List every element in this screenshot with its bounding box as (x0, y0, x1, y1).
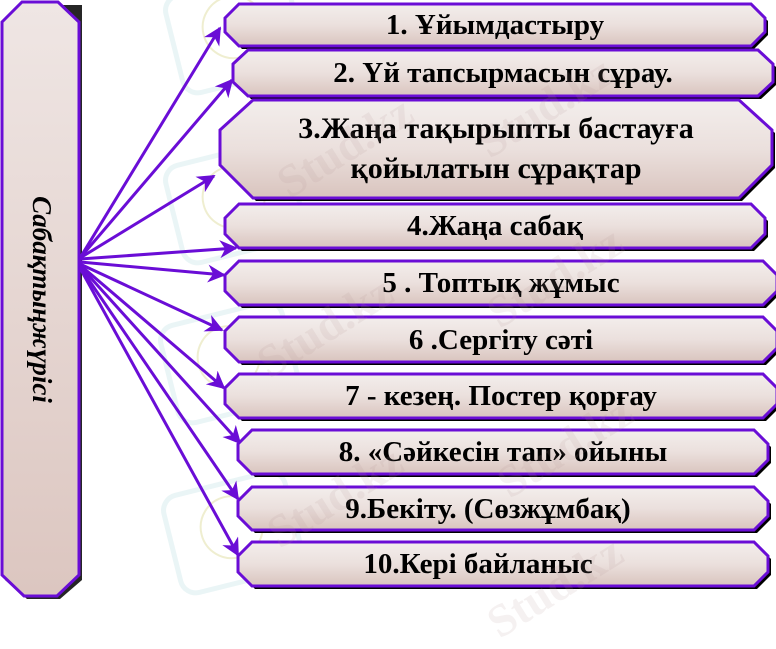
step-label-6: 6 .Сергіту сәті (408, 323, 594, 356)
step-label-7: 7 - кезең. Постер қорғау (345, 380, 657, 412)
step-box-1 (223, 2, 768, 49)
step-box-10 (236, 540, 771, 589)
step-label-4: 4.Жаңа сабақ (406, 210, 584, 242)
step-box-8 (236, 428, 771, 477)
step-label-3: 3.Жаңа тақырыпты бастауға қойылатын сұра… (298, 112, 694, 185)
step-box-4 (223, 202, 768, 251)
step-box-9 (236, 485, 771, 533)
step-label-8: 8. «Сәйкесін тап» ойыны (338, 436, 668, 468)
root-label-container: Сабақтыңжүрісі (2, 2, 80, 596)
step-label-10: 10.Кері байланыс (363, 548, 593, 580)
step-box-3 (218, 98, 775, 201)
flow-diagram (0, 0, 776, 599)
root-label: Сабақтыңжүрісі (26, 195, 57, 403)
root-box (0, 0, 82, 599)
step-box-2 (231, 48, 776, 99)
step-box-7 (223, 372, 776, 421)
step-label-1: 1. Ұйымдастыру (385, 9, 605, 41)
step-label-9: 9.Бекіту. (Сөзжұмбақ) (345, 492, 631, 525)
step-box-5 (223, 259, 776, 308)
step-label-2: 2. Үй тапсырмасын сұрау. (333, 57, 673, 89)
step-label-5: 5 . Топтық жұмыс (382, 267, 620, 299)
step-box-6 (223, 315, 776, 365)
connector-arrows (78, 26, 242, 557)
